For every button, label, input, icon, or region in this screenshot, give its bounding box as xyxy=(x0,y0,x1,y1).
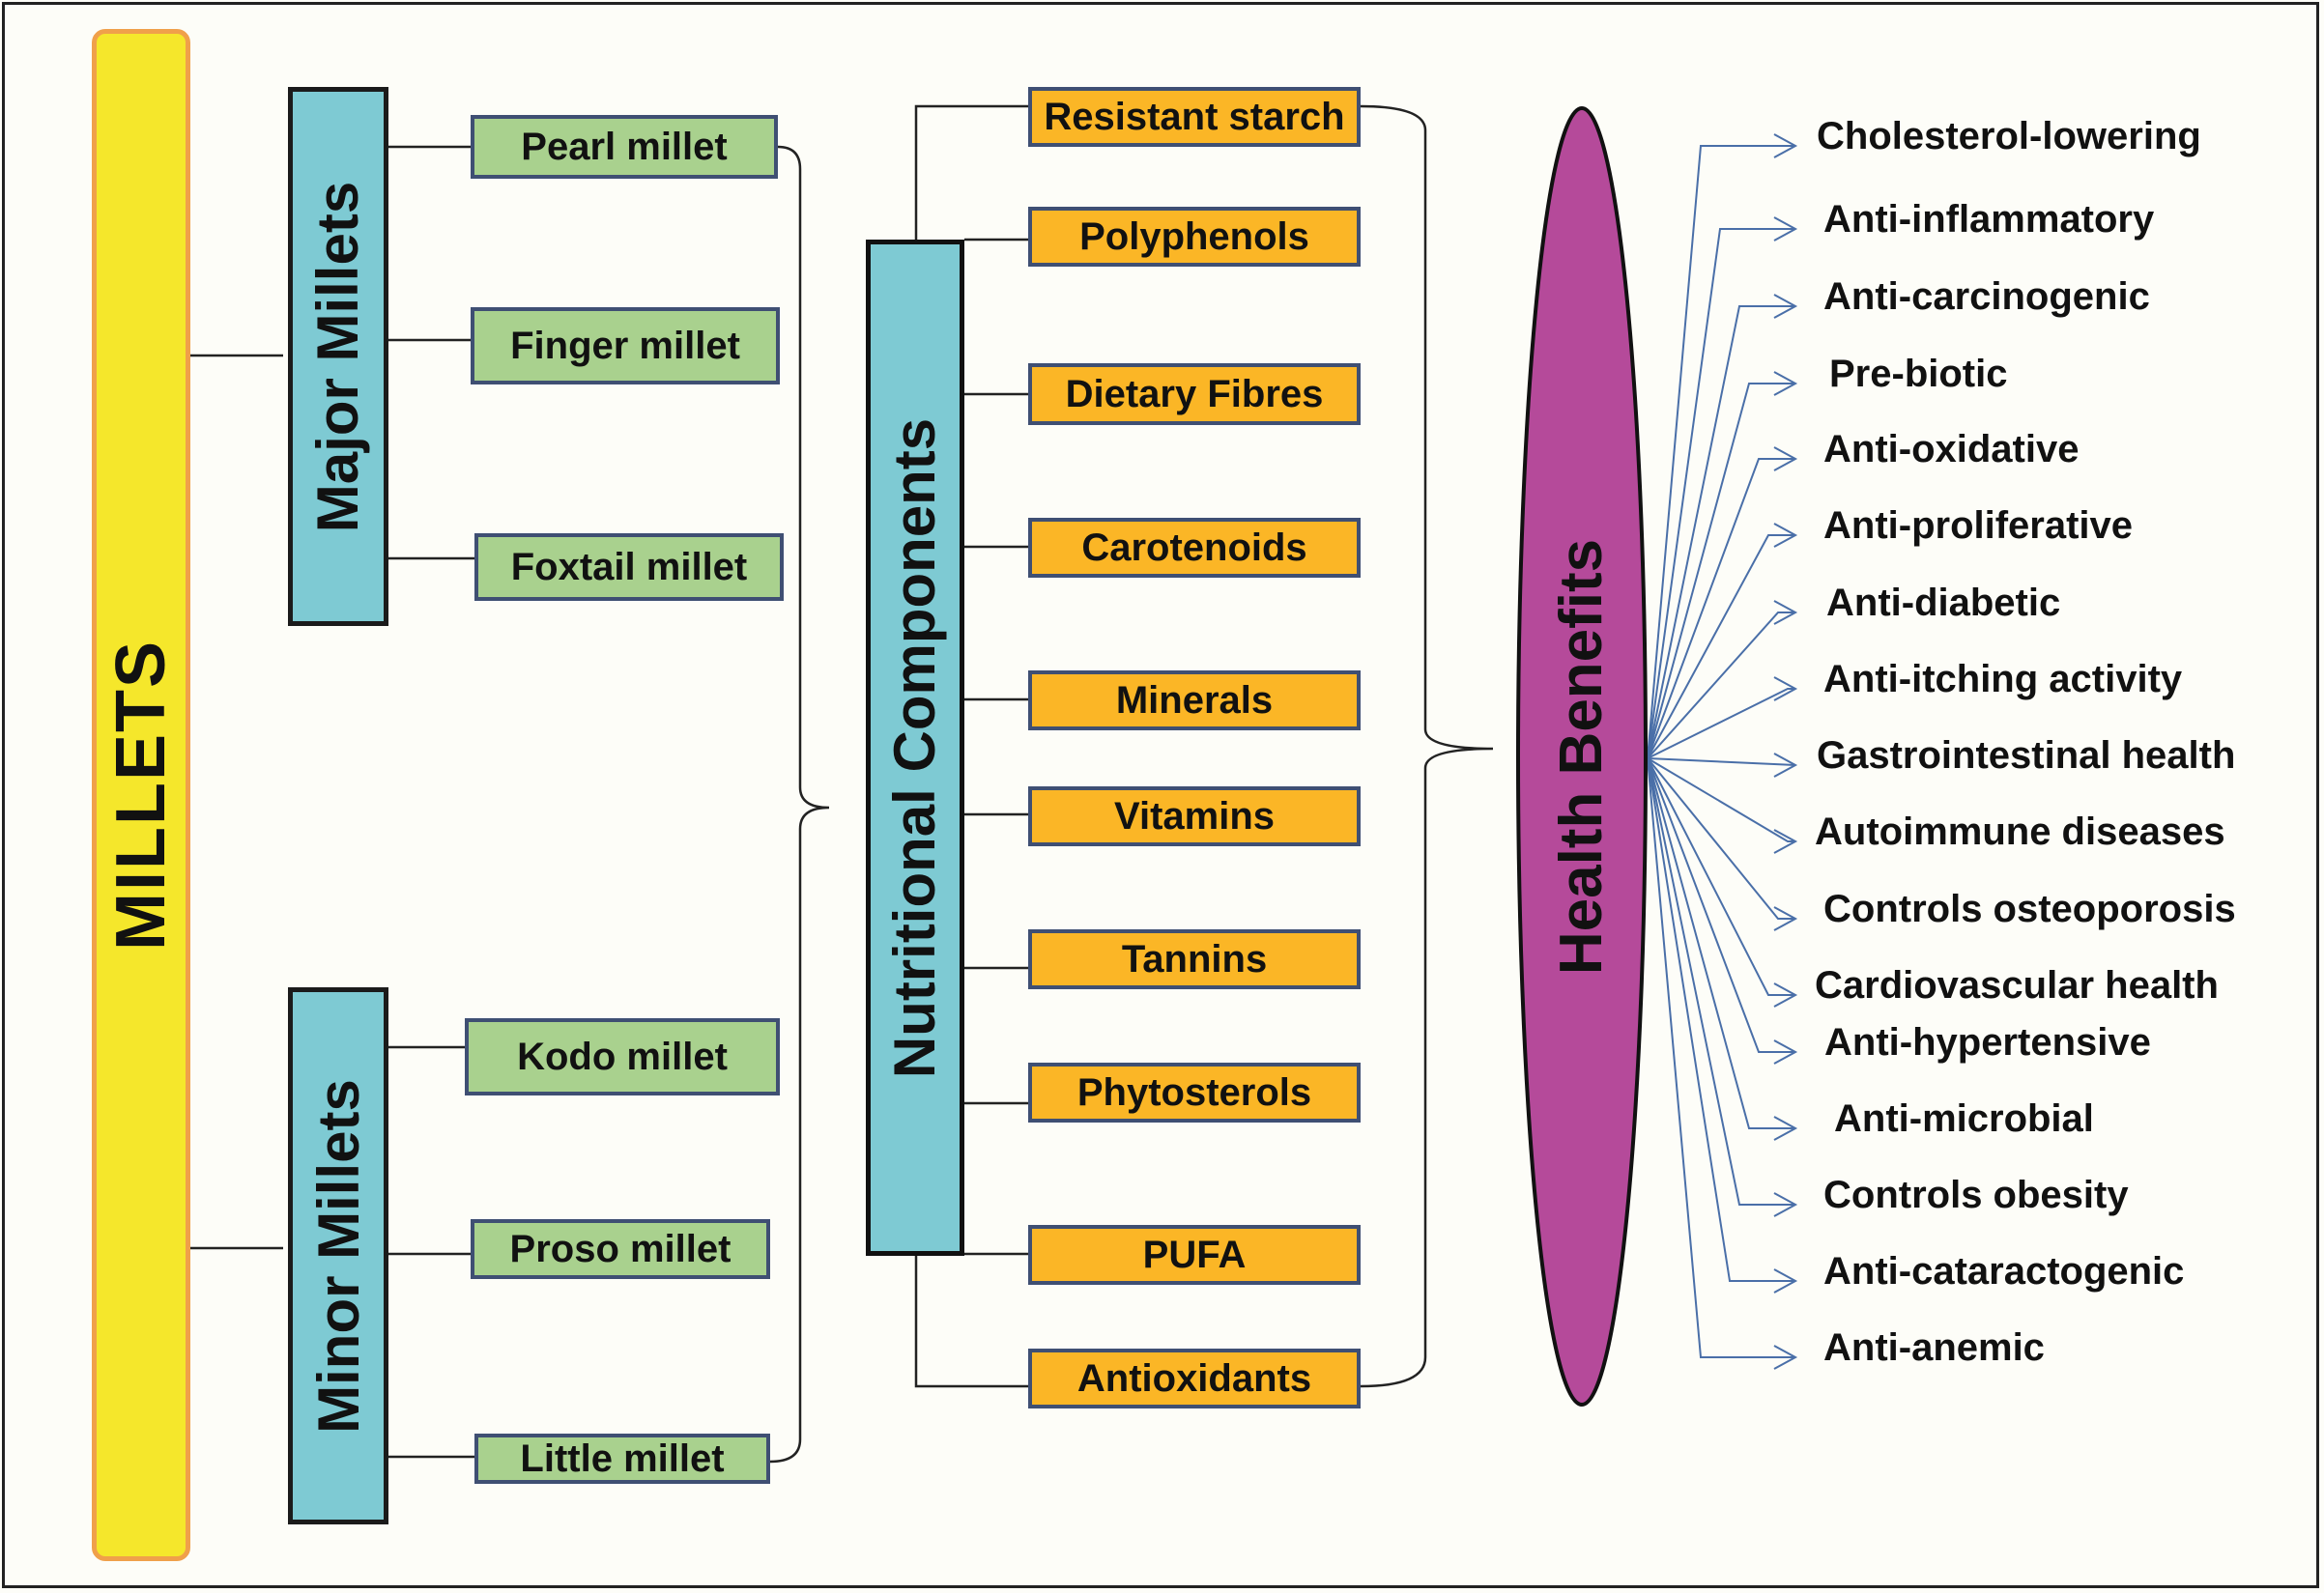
benefit-arrow xyxy=(1647,757,1795,1053)
component-box-vitamins: Vitamins xyxy=(1028,786,1361,846)
benefit-arrow xyxy=(1647,145,1795,759)
component-box-phytosterols: Phytosterols xyxy=(1028,1063,1361,1123)
component-box-tannins: Tannins xyxy=(1028,929,1361,989)
arrow-head xyxy=(1773,906,1798,931)
arrow-head xyxy=(1773,600,1798,625)
arrow-head xyxy=(1773,294,1798,319)
arrow-head xyxy=(1773,133,1798,158)
benefit-arrow xyxy=(1647,757,1795,1129)
health-benefits-ellipse xyxy=(1514,104,1650,1408)
benefit-label: Autoimmune diseases xyxy=(1815,811,2225,853)
variety-box-proso: Proso millet xyxy=(471,1219,770,1279)
variety-box-little: Little millet xyxy=(474,1434,770,1484)
millets-bar: MILLETS xyxy=(92,29,190,1561)
major-millets-label: Major Millets xyxy=(305,181,371,532)
arrow-head xyxy=(1773,523,1798,548)
variety-box-pearl: Pearl millet xyxy=(471,115,778,179)
benefit-arrow xyxy=(1647,305,1795,759)
arrow-head xyxy=(1773,446,1798,471)
benefit-arrow xyxy=(1647,757,1795,1206)
benefit-label: Anti-carcinogenic xyxy=(1823,275,2150,318)
benefit-arrow xyxy=(1647,757,1795,996)
variety-box-foxtail: Foxtail millet xyxy=(474,533,784,601)
benefit-arrow xyxy=(1647,757,1795,920)
component-box-minerals: Minerals xyxy=(1028,670,1361,730)
millets-label: MILLETS xyxy=(102,640,180,951)
major-millets-box: Major Millets xyxy=(288,87,388,626)
benefit-label: Anti-inflammatory xyxy=(1823,198,2155,241)
arrow-head xyxy=(1773,829,1798,854)
component-box-dietary-fibres: Dietary Fibres xyxy=(1028,363,1361,425)
health-benefits-label-wrap: Health Benefits xyxy=(1514,104,1650,1408)
arrow-head xyxy=(1773,982,1798,1008)
arrow-head xyxy=(1773,676,1798,701)
component-box-resistant-starch: Resistant starch xyxy=(1028,87,1361,147)
component-box-antioxidants: Antioxidants xyxy=(1028,1349,1361,1408)
health-benefits-label: Health Benefits xyxy=(1548,538,1616,975)
benefit-label: Cardiovascular health xyxy=(1815,964,2219,1007)
benefit-arrow xyxy=(1647,688,1795,759)
benefit-arrow xyxy=(1647,612,1795,759)
minor-millets-box: Minor Millets xyxy=(288,987,388,1524)
minor-millets-label: Minor Millets xyxy=(305,1078,371,1434)
benefit-label: Anti-itching activity xyxy=(1823,658,2183,700)
benefit-label: Anti-anemic xyxy=(1823,1326,2045,1369)
benefit-arrow xyxy=(1647,757,1795,1282)
arrow-head xyxy=(1773,1268,1798,1294)
arrow-head xyxy=(1773,1039,1798,1065)
benefit-arrow xyxy=(1647,458,1795,759)
component-box-polyphenols: Polyphenols xyxy=(1028,207,1361,267)
variety-box-finger: Finger millet xyxy=(471,307,780,384)
benefit-label: Anti-microbial xyxy=(1834,1097,2094,1140)
nutritional-components-box: Nutritional Components xyxy=(866,240,964,1256)
benefit-label: Anti-proliferative xyxy=(1823,504,2134,547)
benefit-label: Controls obesity xyxy=(1823,1174,2129,1216)
benefit-arrow xyxy=(1647,228,1795,759)
nutritional-components-label: Nutritional Components xyxy=(882,417,948,1078)
benefit-label: Anti-diabetic xyxy=(1826,582,2061,624)
variety-box-kodo: Kodo millet xyxy=(465,1018,780,1095)
arrow-head xyxy=(1773,753,1798,778)
benefit-arrow xyxy=(1647,534,1795,759)
arrow-head xyxy=(1773,216,1798,242)
arrow-head xyxy=(1773,1192,1798,1217)
benefit-label: Anti-hypertensive xyxy=(1824,1021,2151,1064)
benefit-label: Anti-oxidative xyxy=(1823,428,2080,470)
benefit-arrow xyxy=(1647,757,1796,766)
component-box-carotenoids: Carotenoids xyxy=(1028,518,1361,578)
component-box-pufa: PUFA xyxy=(1028,1225,1361,1285)
benefit-label: Pre-biotic xyxy=(1829,353,2008,395)
benefit-arrow xyxy=(1647,383,1795,759)
benefit-label: Cholesterol-lowering xyxy=(1817,115,2201,157)
benefit-arrow xyxy=(1647,757,1795,1358)
arrow-head xyxy=(1773,371,1798,396)
arrow-head xyxy=(1773,1345,1798,1370)
benefit-arrow xyxy=(1647,757,1795,842)
benefit-label: Controls osteoporosis xyxy=(1823,888,2236,930)
benefit-label: Anti-cataractogenic xyxy=(1823,1250,2185,1293)
arrow-head xyxy=(1773,1116,1798,1141)
benefit-label: Gastrointestinal health xyxy=(1817,734,2236,777)
